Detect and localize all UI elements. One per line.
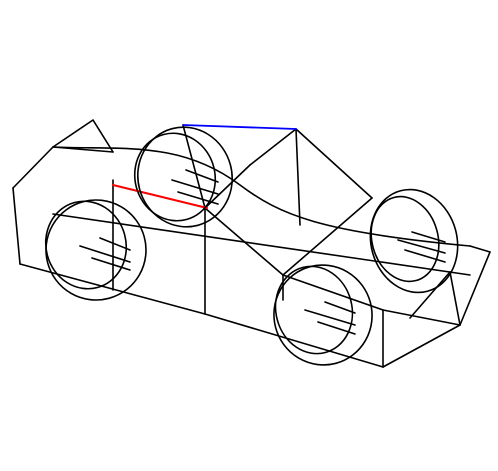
wheel-rim-inner bbox=[44, 200, 128, 290]
lower-quarter-edge bbox=[282, 197, 373, 276]
roof-edge-left bbox=[182, 124, 206, 209]
wheel-rim-inner bbox=[274, 265, 354, 355]
rear-right-vertical-edge bbox=[459, 251, 491, 326]
axle-line bbox=[411, 231, 446, 243]
windshield-edge bbox=[249, 128, 297, 166]
bumper-upper-right bbox=[449, 271, 461, 326]
wheel-rim-inner bbox=[133, 132, 217, 222]
wheel-rear-right bbox=[369, 188, 459, 294]
bumper-diagonal bbox=[409, 271, 451, 319]
axle-line bbox=[79, 245, 131, 263]
axle-line bbox=[304, 309, 356, 326]
a-pillar bbox=[204, 164, 251, 209]
axle-line bbox=[171, 179, 219, 195]
wheel-front-left bbox=[44, 199, 147, 301]
rear-bottom-edge bbox=[382, 324, 461, 368]
blue-highlight-edge bbox=[182, 124, 297, 130]
axle-line bbox=[317, 321, 356, 335]
wheel-rim-inner bbox=[370, 195, 440, 283]
axle-line bbox=[404, 249, 446, 263]
bumper-right-edge bbox=[382, 309, 461, 326]
wheel-rim-outer bbox=[45, 199, 147, 301]
red-highlight-edge bbox=[112, 184, 208, 209]
axle-line bbox=[397, 239, 446, 254]
b-pillar bbox=[295, 128, 301, 226]
wheel-rim-outer bbox=[369, 188, 459, 294]
front-left-vertical-edge bbox=[12, 187, 21, 265]
belt-line bbox=[52, 213, 471, 276]
bumper-top-edge bbox=[282, 274, 384, 311]
rear-window-edge bbox=[295, 128, 373, 199]
axle-line bbox=[91, 257, 131, 271]
hood-curve bbox=[52, 146, 471, 247]
wheel-rim-outer bbox=[136, 126, 234, 228]
axle-line bbox=[99, 237, 131, 251]
axle-line bbox=[177, 191, 219, 205]
rear-top-edge bbox=[469, 245, 491, 253]
wheel-front-right bbox=[133, 126, 234, 228]
front-nose-edge bbox=[12, 119, 114, 189]
body-outline bbox=[12, 119, 491, 368]
lower-rear-sill-edge bbox=[204, 313, 384, 368]
diagonal-door-edge bbox=[204, 207, 284, 276]
wheel-rear-left bbox=[273, 264, 373, 366]
axle-line bbox=[324, 301, 356, 314]
axle-line bbox=[185, 169, 219, 183]
